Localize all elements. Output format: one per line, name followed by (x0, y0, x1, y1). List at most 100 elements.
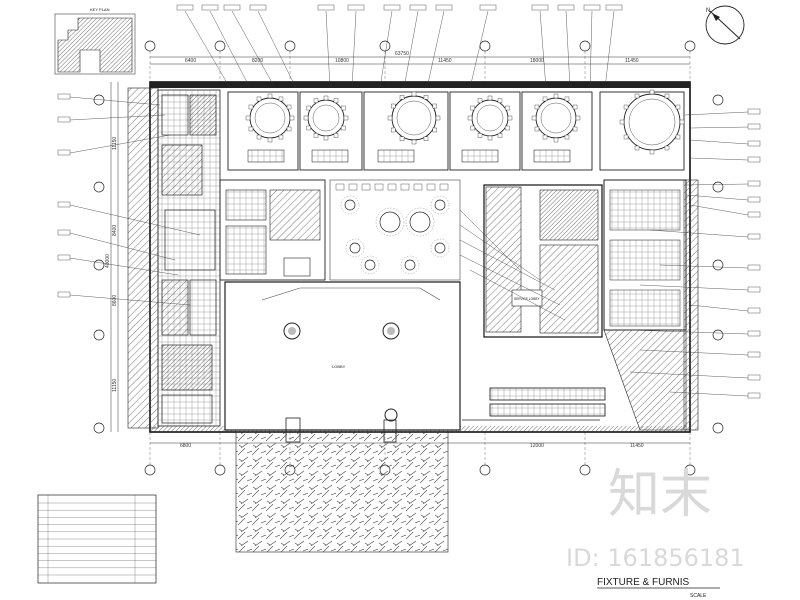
svg-text:N: N (706, 8, 710, 14)
grid-bubble-left (93, 422, 105, 434)
booth-seat (374, 183, 384, 191)
legend-table (37, 494, 157, 584)
booth-seat (387, 183, 397, 191)
dining-room (227, 91, 299, 171)
private-dining-rooms (227, 89, 685, 171)
service-counter (377, 149, 415, 163)
callout-tag (747, 392, 761, 399)
west-service-block (157, 89, 221, 427)
callout-tag (223, 4, 241, 11)
dining-room (599, 91, 685, 171)
callout-leaders (57, 4, 761, 399)
dining-table (364, 259, 376, 271)
service-counter (311, 149, 349, 163)
dining-table (434, 199, 446, 211)
callout-tag (747, 140, 761, 147)
booth-seat (335, 183, 345, 191)
grid-bubble-right (712, 422, 724, 434)
grid-bubble-left (93, 259, 105, 271)
dining-table (434, 242, 446, 254)
left-dim-2: 8400 (112, 225, 118, 236)
callout-tag (747, 180, 761, 187)
service-lobby-label: SERVICE LOBBY (514, 297, 540, 301)
dining-room (449, 91, 521, 171)
callout-tag (57, 229, 71, 236)
bottom-dim-2: 12000 (530, 443, 544, 449)
grid-bubble-right (712, 259, 724, 271)
service-counter (533, 149, 571, 163)
dining-table (404, 259, 416, 271)
service-counter (247, 149, 285, 163)
dining-table (409, 211, 431, 233)
callout-tag (747, 156, 761, 163)
round-table (249, 97, 291, 139)
callout-tag (479, 4, 497, 11)
callout-tag (747, 351, 761, 358)
callout-tag (583, 4, 601, 11)
round-table (391, 95, 437, 141)
callout-tag (57, 116, 71, 123)
callout-tag (176, 4, 194, 11)
dining-room (521, 91, 593, 171)
grid-bubble-top (144, 40, 156, 52)
callout-tag (747, 264, 761, 271)
callout-tag (747, 374, 761, 381)
callout-tag (347, 4, 365, 11)
grid-bubble-top (214, 40, 226, 52)
top-dim-6: 11450 (625, 58, 639, 64)
bottom-dim-3: 11450 (630, 443, 644, 449)
grid-bubble-left (93, 329, 105, 341)
watermark-id: ID: 161856181 (566, 544, 745, 572)
left-dimension-line: 11150 8400 8600 11150 40000 (105, 82, 119, 432)
booth-seat (426, 183, 436, 191)
booth-seat (361, 183, 371, 191)
grid-bubble-top (579, 40, 591, 52)
callout-tag (747, 233, 761, 240)
callout-tag (747, 123, 761, 130)
dining-table (349, 242, 361, 254)
callout-tag (249, 4, 267, 11)
callout-tag (435, 4, 453, 11)
west-wall-hatch (127, 87, 159, 429)
grid-bubble-bottom (479, 464, 491, 476)
round-table (471, 99, 509, 137)
callout-tag (383, 4, 401, 11)
top-dim-5: 18000 (530, 58, 544, 64)
callout-tag (531, 4, 549, 11)
callout-tag (557, 4, 575, 11)
round-table (307, 99, 345, 137)
svg-text:KEY PLAN: KEY PLAN (90, 7, 110, 12)
callout-tag (747, 307, 761, 314)
booth-seat (413, 183, 423, 191)
callout-tag (747, 108, 761, 115)
left-dim-4: 11150 (112, 379, 118, 392)
exterior-paving (235, 431, 449, 553)
dining-room (299, 91, 363, 171)
callout-tag (747, 196, 761, 203)
grid-bubble-bottom (579, 464, 591, 476)
grid-bubble-right (712, 94, 724, 106)
top-dim-2: 8200 (252, 58, 263, 64)
round-table (535, 97, 577, 139)
callout-tag (605, 4, 623, 11)
service-counter (461, 149, 499, 163)
main-dining-hall (329, 179, 461, 281)
grid-bubble-right (712, 181, 724, 193)
dining-table (379, 211, 401, 233)
kitchen-area (219, 179, 326, 281)
callout-tag (317, 4, 335, 11)
callout-tag (747, 286, 761, 293)
key-plan: KEY PLAN (54, 7, 136, 75)
drawing-title: FIXTURE & FURNIS (597, 577, 690, 588)
bottom-dim-1: 6800 (180, 443, 191, 449)
left-dim-3: 8600 (112, 295, 118, 306)
round-table (623, 93, 681, 151)
top-dimension-line: 6400 8200 10800 11450 18000 11450 63750 (150, 51, 690, 65)
grid-bubble-top (379, 40, 391, 52)
lobby: LOBBY (224, 281, 461, 443)
top-dim-3: 10800 (335, 58, 349, 64)
booth-seat (439, 183, 449, 191)
callout-tag (57, 149, 71, 156)
escalators (462, 387, 606, 421)
